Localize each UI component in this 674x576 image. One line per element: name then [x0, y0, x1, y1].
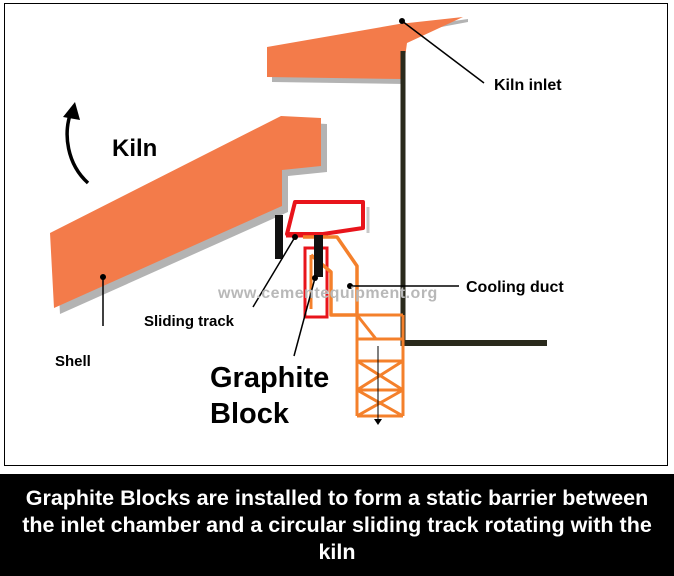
kiln-seal-diagram — [50, 17, 547, 425]
caption-text: Graphite Blocks are installed to form a … — [22, 485, 652, 564]
kiln-inlet-hood — [267, 17, 463, 79]
kiln-inlet-leader — [401, 20, 485, 84]
caption-banner: Graphite Blocks are installed to form a … — [0, 474, 674, 576]
sliding-plate — [275, 215, 283, 259]
graphite-label-line1: Graphite — [210, 362, 330, 394]
kiln-inlet-label: Kiln inlet — [494, 77, 562, 94]
sliding-track-leader — [252, 236, 296, 308]
cooling-duct-label: Cooling duct — [466, 279, 564, 296]
rotation-arrow — [65, 111, 90, 185]
watermark: www.cementequipment.org — [218, 285, 438, 302]
graphite-block — [314, 235, 323, 277]
kiln-shell — [50, 116, 321, 308]
graphite-block-label: Graphite Block — [210, 360, 329, 432]
shell-label: Shell — [55, 353, 91, 370]
sliding-track-housing — [285, 200, 365, 236]
graphite-leader — [293, 277, 316, 357]
graphite-label-line2: Block — [210, 398, 289, 430]
kiln-label: Kiln — [112, 135, 158, 162]
diagram-frame: www.cementequipment.org Kiln Kiln inlet … — [4, 3, 668, 466]
rotation-arrowhead — [63, 102, 80, 120]
lattice-tower — [355, 313, 405, 418]
sliding-track-label: Sliding track — [144, 313, 235, 330]
